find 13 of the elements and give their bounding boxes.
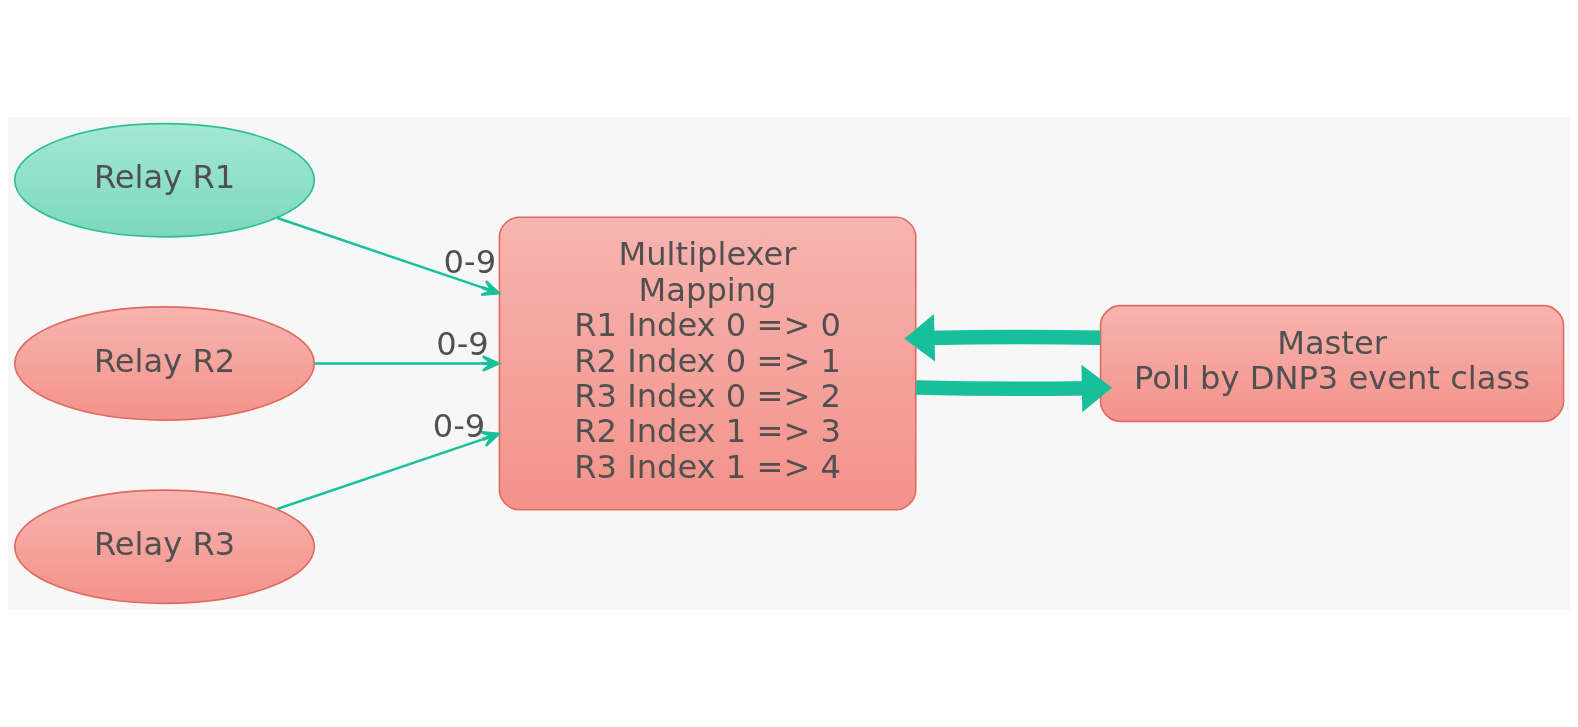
node-ellipse: Relay R2 [13, 306, 316, 421]
arrow [915, 364, 1113, 413]
edge-label: 0-9 [443, 243, 497, 282]
node-box: Master Poll by DNP3 event class [1099, 304, 1565, 423]
node-ellipse: Relay R1 [13, 122, 316, 238]
edge-label: 0-9 [432, 407, 486, 446]
arrow [276, 216, 501, 297]
node-box: Multiplexer Mapping R1 Index 0 => 0 R2 Index 0 => 1 R3 Index 0 => 2 R2 Index 1 => 3 R3 Index 1 => 4 [498, 216, 917, 511]
edge-label: 0-9 [436, 324, 489, 363]
node-ellipse: Relay R3 [13, 489, 316, 605]
arrow [276, 430, 501, 511]
arrow [904, 314, 1101, 362]
arrow [315, 355, 501, 372]
